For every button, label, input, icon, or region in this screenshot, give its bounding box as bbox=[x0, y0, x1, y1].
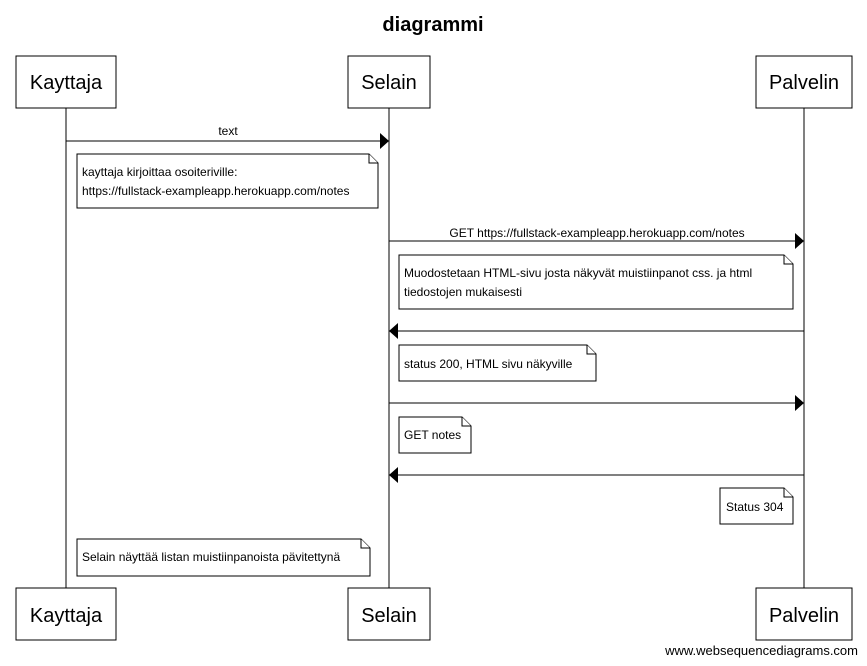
message-palvelin-to-selain-response bbox=[389, 467, 804, 483]
note-line: Selain näyttää listan muistiinpanoista p… bbox=[82, 550, 340, 564]
message-label: GET https://fullstack-exampleapp.herokua… bbox=[449, 226, 744, 240]
note-line: GET notes bbox=[404, 428, 461, 442]
note-line: Muodostetaan HTML-sivu josta näkyvät mui… bbox=[404, 266, 752, 280]
actor-top-kayttaja: Kayttaja bbox=[15, 55, 117, 109]
arrow-head-right bbox=[795, 395, 804, 411]
actor-top-selain: Selain bbox=[347, 55, 431, 109]
arrow-head-left bbox=[389, 467, 398, 483]
note-get-notes: GET notes bbox=[398, 416, 472, 454]
note-status-304: Status 304 bbox=[719, 487, 794, 525]
message-palvelin-to-selain bbox=[389, 323, 804, 339]
note-line: https://fullstack-exampleapp.herokuapp.c… bbox=[82, 184, 349, 198]
actor-label: Palvelin bbox=[769, 605, 839, 627]
message-kayttaja-to-selain: text bbox=[66, 124, 389, 149]
note-line: Status 304 bbox=[726, 500, 784, 514]
actor-top-palvelin: Palvelin bbox=[755, 55, 853, 109]
note-status-200: status 200, HTML sivu näkyville bbox=[398, 344, 597, 382]
watermark-link[interactable]: www.websequencediagrams.com bbox=[664, 643, 858, 658]
note-kayttaja-address-bar: kayttaja kirjoittaa osoiteriville: https… bbox=[76, 153, 379, 209]
actor-label: Selain bbox=[361, 72, 417, 94]
note-line: status 200, HTML sivu näkyville bbox=[404, 357, 573, 371]
arrow-head-right bbox=[380, 133, 389, 149]
message-label: text bbox=[218, 124, 238, 138]
actor-label: Selain bbox=[361, 605, 417, 627]
actor-bottom-selain: Selain bbox=[347, 587, 431, 641]
arrow-head-left bbox=[389, 323, 398, 339]
note-line: tiedostojen mukaisesti bbox=[404, 285, 522, 299]
actor-label: Kayttaja bbox=[30, 605, 103, 627]
actor-bottom-palvelin: Palvelin bbox=[755, 587, 853, 641]
note-html-page-build: Muodostetaan HTML-sivu josta näkyvät mui… bbox=[398, 254, 794, 310]
arrow-head-right bbox=[795, 233, 804, 249]
actor-label: Kayttaja bbox=[30, 72, 103, 94]
message-selain-to-palvelin-get: GET https://fullstack-exampleapp.herokua… bbox=[389, 226, 804, 249]
note-line: kayttaja kirjoittaa osoiteriville: bbox=[82, 165, 237, 179]
actor-bottom-kayttaja: Kayttaja bbox=[15, 587, 117, 641]
message-selain-to-palvelin bbox=[389, 395, 804, 411]
note-browser-shows-list: Selain näyttää listan muistiinpanoista p… bbox=[76, 538, 371, 577]
diagram-title: diagrammi bbox=[382, 14, 483, 36]
actor-label: Palvelin bbox=[769, 72, 839, 94]
